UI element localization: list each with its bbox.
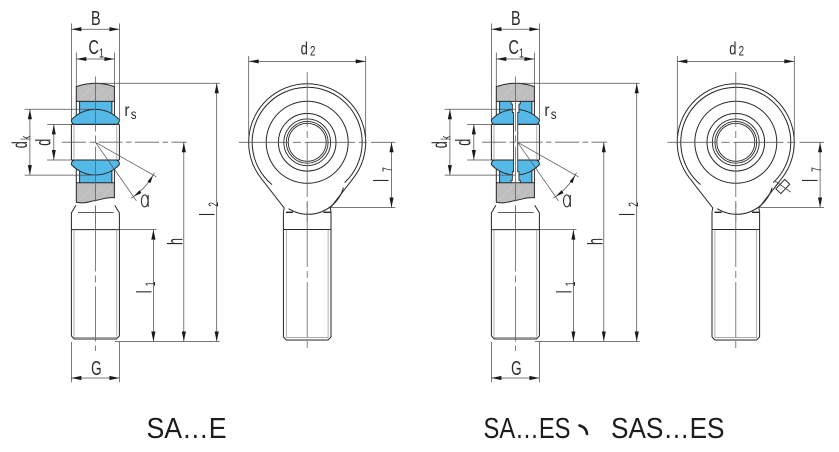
svg-text:h: h <box>163 238 187 245</box>
svg-text:B: B <box>91 7 101 30</box>
svg-text:B: B <box>511 7 521 30</box>
svg-text:G: G <box>91 356 102 380</box>
svg-text:d: d <box>31 139 55 146</box>
svg-text:d: d <box>451 139 475 146</box>
svg-text:G: G <box>511 356 522 380</box>
svg-text:SA…ES: SA…ES <box>484 413 571 445</box>
svg-text:SA…E: SA…E <box>147 413 227 445</box>
svg-text:h: h <box>583 238 607 245</box>
svg-text:SAS…ES: SAS…ES <box>611 413 725 445</box>
